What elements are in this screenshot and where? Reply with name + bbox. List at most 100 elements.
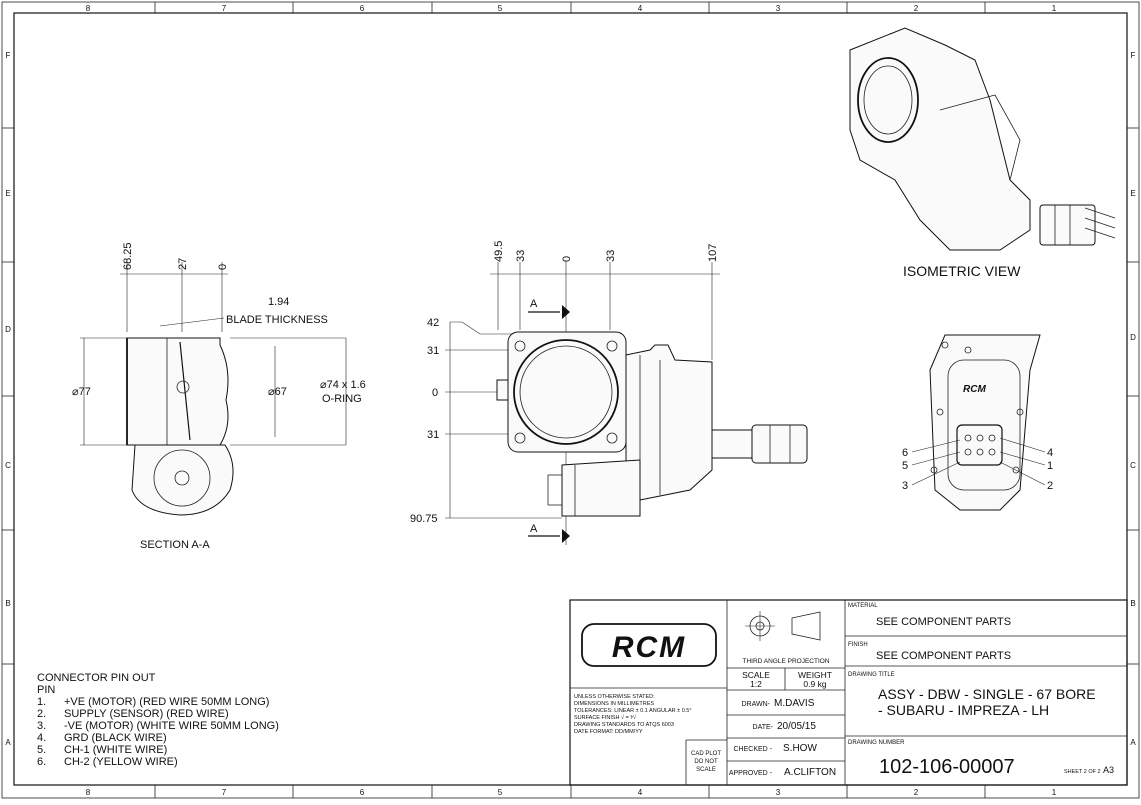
dim-section-top: 68.25 [122, 242, 134, 270]
front-view: 49.5 33 0 33 107 42 31 0 31 90.75 A A [410, 241, 808, 545]
drawing-number: 102-106-00007 [879, 756, 1015, 778]
dim-front-top: 0 [561, 256, 573, 262]
sheet-label: SHEET 2 OF 2 [1064, 769, 1101, 775]
col-label: 4 [638, 788, 643, 797]
col-label: 4 [638, 4, 643, 13]
scale-label: SCALE [742, 670, 770, 680]
dim-front-left: 90.75 [410, 513, 438, 525]
drawing-title-line: - SUBARU - IMPREZA - LH [878, 702, 1049, 718]
pin-number: 5. [37, 744, 46, 756]
row-label: B [5, 599, 10, 608]
col-label: 8 [86, 788, 91, 797]
dim-front-top: 33 [515, 250, 527, 262]
pin-description: -VE (MOTOR) (WHITE WIRE 50MM LONG) [64, 720, 279, 732]
col-label: 1 [1052, 4, 1057, 13]
pin-label: 6 [902, 447, 908, 459]
pin-label: 1 [1047, 460, 1053, 472]
section-label: SECTION A-A [140, 539, 210, 551]
section-arrow [562, 305, 570, 319]
blade-thickness-label: BLADE THICKNESS [226, 314, 328, 326]
pin-number: 1. [37, 696, 46, 708]
row-label: A [1130, 738, 1136, 747]
approved-value: A.CLIFTON [784, 767, 836, 778]
section-mark: A [530, 298, 538, 310]
col-label: 7 [222, 788, 227, 797]
dim-section-top: 27 [177, 258, 189, 270]
pin-description: CH-1 (WHITE WIRE) [64, 744, 167, 756]
oring-dia: ⌀74 x 1.6 [320, 379, 366, 391]
blade-thickness-value: 1.94 [268, 296, 289, 308]
note-line: DRAWING STANDARDS TO ATQS 6003 [574, 722, 674, 728]
row-label: C [1130, 461, 1136, 470]
pin-label: 2 [1047, 480, 1053, 492]
cad-plot-note: SCALE [696, 767, 716, 773]
date-label: DATE- [753, 724, 774, 731]
finish-label: FINISH [848, 642, 868, 648]
pin-description: +VE (MOTOR) (RED WIRE 50MM LONG) [64, 696, 269, 708]
dim-front-top: 33 [605, 250, 617, 262]
pin-number: 2. [37, 708, 46, 720]
col-label: 3 [776, 788, 781, 797]
col-label: 5 [498, 788, 503, 797]
note-line: UNLESS OTHERWISE STATED: [574, 694, 655, 700]
row-label: F [1131, 51, 1136, 60]
projection-symbol [745, 611, 821, 641]
row-label: F [6, 51, 11, 60]
rcm-logo: RCM [612, 631, 686, 664]
dim-front-top: 107 [707, 244, 719, 262]
material-value: SEE COMPONENT PARTS [876, 616, 1011, 628]
dim-front-left: 0 [432, 387, 438, 399]
finish-value: SEE COMPONENT PARTS [876, 650, 1011, 662]
pin-description: GRD (BLACK WIRE) [64, 732, 167, 744]
note-line: DIMENSIONS IN MILLIMETRES [574, 701, 654, 707]
col-label: 3 [776, 4, 781, 13]
dim-front-top: 49.5 [493, 241, 505, 262]
scale-value: 1:2 [750, 679, 762, 689]
isometric-view: ISOMETRIC VIEW [849, 27, 1116, 279]
pinout-header: PIN [37, 684, 55, 696]
cad-plot-note: DO NOT [694, 759, 718, 765]
row-label: E [1130, 189, 1135, 198]
pin-description: SUPPLY (SENSOR) (RED WIRE) [64, 708, 229, 720]
pin-description: CH-2 (YELLOW WIRE) [64, 756, 178, 768]
row-label: D [5, 325, 11, 334]
checked-label: CHECKED - [733, 746, 772, 753]
note-line: TOLERANCES: LINEAR ± 0.1 ANGULAR ± 0.5° [574, 708, 692, 714]
iso-connector [1039, 204, 1096, 246]
weight-label: WEIGHT [798, 670, 832, 680]
isometric-label: ISOMETRIC VIEW [903, 263, 1021, 279]
rcm-logo-frame [581, 623, 717, 667]
drawing-title-label: DRAWING TITLE [848, 672, 895, 678]
drawn-value: M.DAVIS [774, 698, 815, 709]
col-label: 8 [86, 4, 91, 13]
section-arrow [562, 529, 570, 543]
connector [751, 424, 808, 464]
drawing-title-line: ASSY - DBW - SINGLE - 67 BORE [878, 686, 1096, 702]
row-label: C [5, 461, 11, 470]
zone-labels: 8 7 6 5 4 3 2 1 8 7 6 5 4 3 2 1 F E D C … [5, 4, 1136, 797]
row-label: A [5, 738, 11, 747]
section-body [126, 337, 229, 446]
col-label: 2 [914, 788, 919, 797]
motor-housing-section [131, 444, 234, 516]
approved-label: APPROVED - [729, 770, 773, 777]
pin-label: 4 [1047, 447, 1053, 459]
projection-label: THIRD ANGLE PROJECTION [742, 658, 829, 665]
row-label: D [1130, 333, 1136, 342]
row-label: B [1130, 599, 1135, 608]
note-line: DATE FORMAT: DD/MM/YY [574, 729, 643, 735]
date-value: 20/05/15 [777, 721, 816, 732]
title-block: RCM THIRD ANGLE PROJECTION SCALE 1:2 WEI… [569, 599, 1128, 786]
pin-number: 6. [37, 756, 46, 768]
pin-number: 4. [37, 732, 46, 744]
pin-label: 5 [902, 460, 908, 472]
dim-front-left: 31 [427, 345, 439, 357]
general-notes: UNLESS OTHERWISE STATED: DIMENSIONS IN M… [574, 694, 692, 735]
drawing-number-label: DRAWING NUMBER [848, 740, 905, 746]
drawn-label: DRAWN- [741, 701, 770, 708]
col-label: 6 [360, 788, 365, 797]
motor-can [561, 459, 641, 517]
checked-value: S.HOW [783, 743, 817, 754]
